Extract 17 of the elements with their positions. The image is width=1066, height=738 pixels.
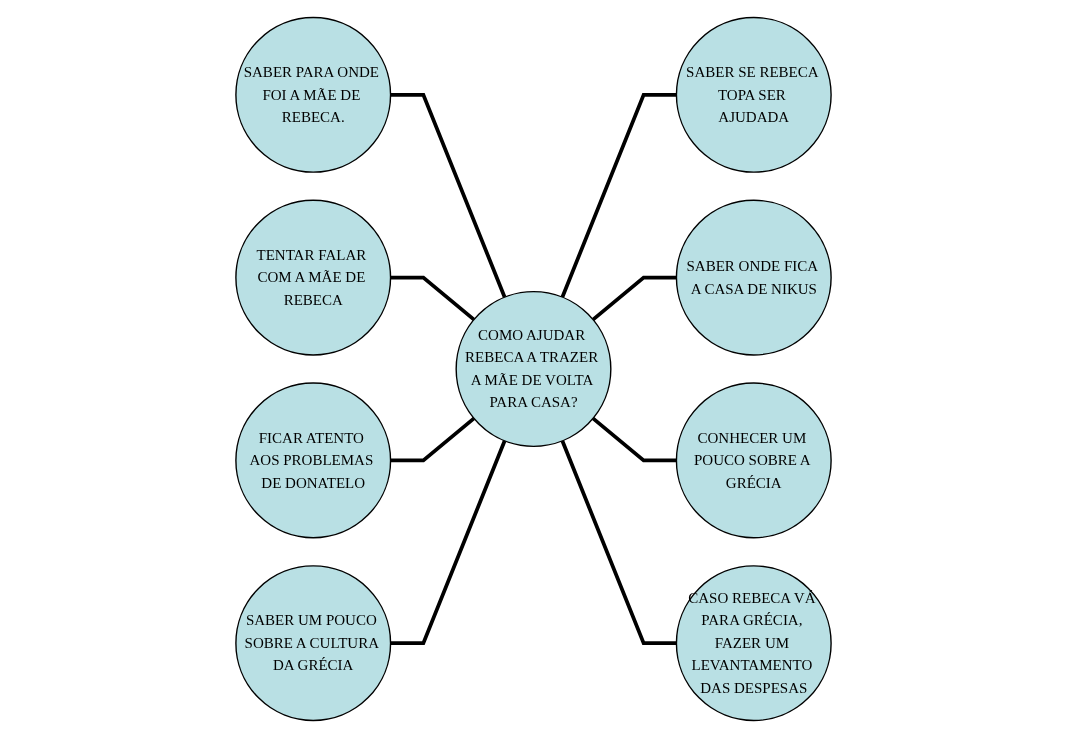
connector — [390, 275, 475, 322]
node-circle: SABER PARA ONDE FOI A MÃE DE REBECA. — [234, 16, 391, 173]
connector — [390, 440, 506, 646]
node-circle: CONHECER UM POUCO SOBRE A GRÉCIA — [675, 382, 832, 539]
connector — [390, 92, 506, 298]
node-circle: COMO AJUDAR REBECA A TRAZER A MÃE DE VOLTA PARA CASA? — [454, 290, 612, 448]
connector — [560, 92, 676, 298]
node-circle: SABER UM POUCO SOBRE A CULTURA DA GRÉCIA — [234, 565, 391, 722]
node-circle: CASO REBECA VÁ PARA GRÉCIA, FAZER UM LEVANTAMENTO DAS DESPESAS — [675, 565, 832, 722]
node-circle: SABER ONDE FICA A CASA DE NIKUS — [675, 199, 832, 356]
node-circle: TENTAR FALAR COM A MÃE DE REBECA — [234, 199, 391, 356]
node-circle: SABER SE REBECA TOPA SER AJUDADA — [675, 16, 832, 173]
connector — [390, 416, 475, 463]
connector — [591, 416, 676, 463]
node-circle: FICAR ATENTO AOS PROBLEMAS DE DONATELO — [234, 382, 391, 539]
connector — [560, 440, 676, 646]
connector — [591, 275, 676, 322]
